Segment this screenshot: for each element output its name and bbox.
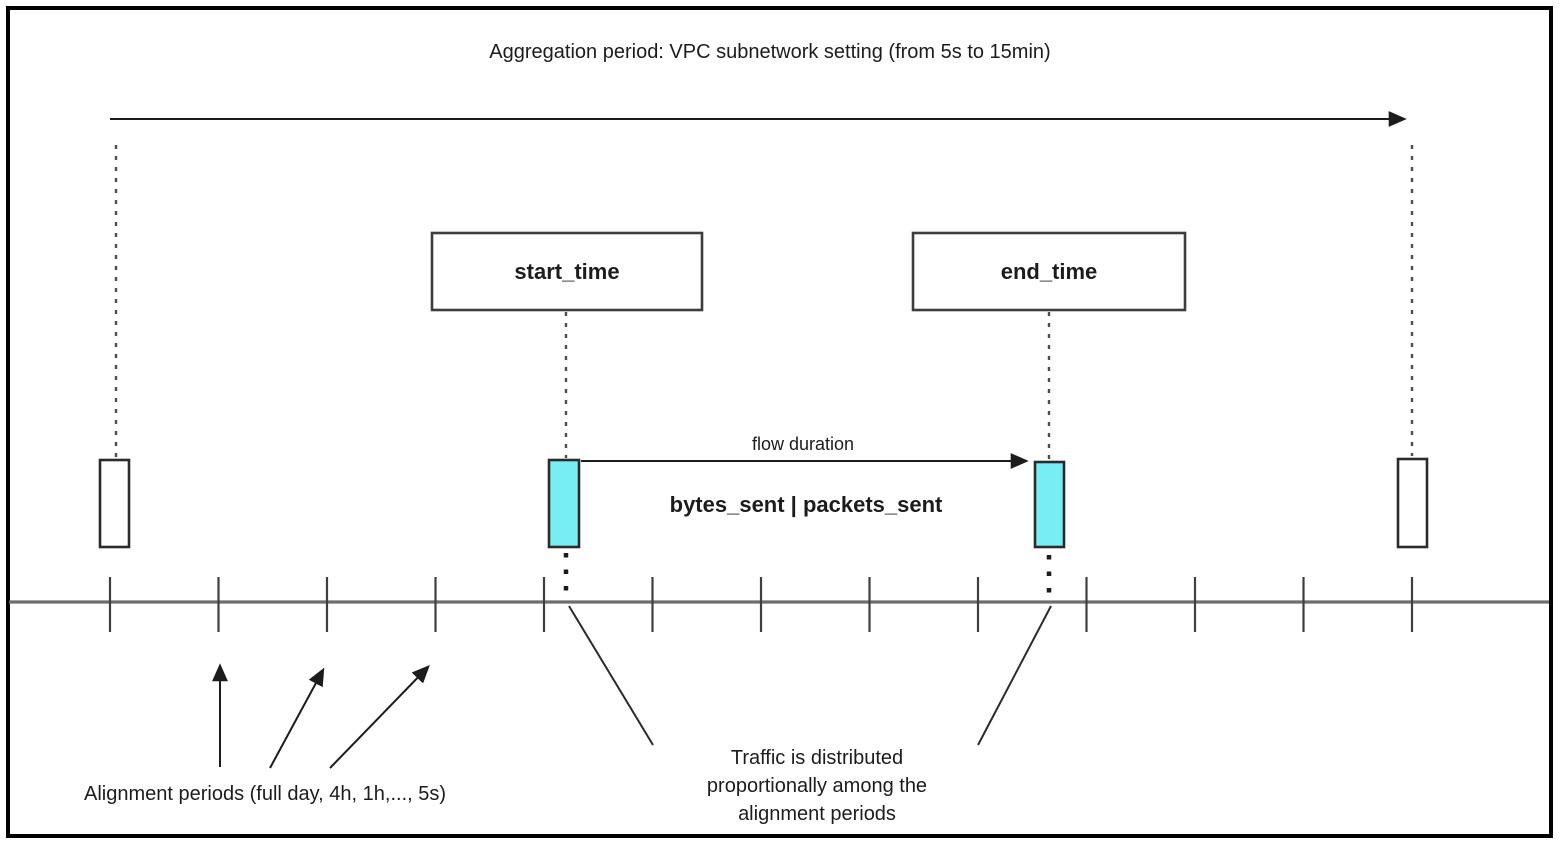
flow-duration-label: flow duration xyxy=(752,434,854,454)
traffic-note-line-1: Traffic is distributed xyxy=(731,747,903,769)
flow-start-marker xyxy=(547,458,581,549)
traffic-distribution-note: Traffic is distributed proportionally am… xyxy=(707,747,927,825)
aggregation-period-title: Aggregation period: VPC subnetwork setti… xyxy=(489,41,1050,63)
flow-metrics-label: bytes_sent | packets_sent xyxy=(670,492,943,517)
traffic-callout-line-right xyxy=(977,605,1052,746)
traffic-callout-line-left xyxy=(568,605,654,746)
alignment-periods-note: Alignment periods (full day, 4h, 1h,...,… xyxy=(84,783,446,805)
start-time-box xyxy=(430,231,704,312)
diagram-frame xyxy=(6,6,1553,838)
flow-end-marker xyxy=(1033,460,1066,549)
alignment-arrow-3 xyxy=(329,665,430,769)
left-period-marker xyxy=(98,458,131,549)
right-period-marker xyxy=(1396,457,1429,549)
traffic-note-line-3: alignment periods xyxy=(738,803,896,825)
traffic-note-line-2: proportionally among the xyxy=(707,775,927,797)
start-time-label: start_time xyxy=(514,259,619,284)
timeline-ticks xyxy=(108,577,1414,632)
end-time-box xyxy=(911,231,1187,312)
alignment-arrow-2 xyxy=(269,667,325,769)
end-time-label: end_time xyxy=(1001,259,1098,284)
